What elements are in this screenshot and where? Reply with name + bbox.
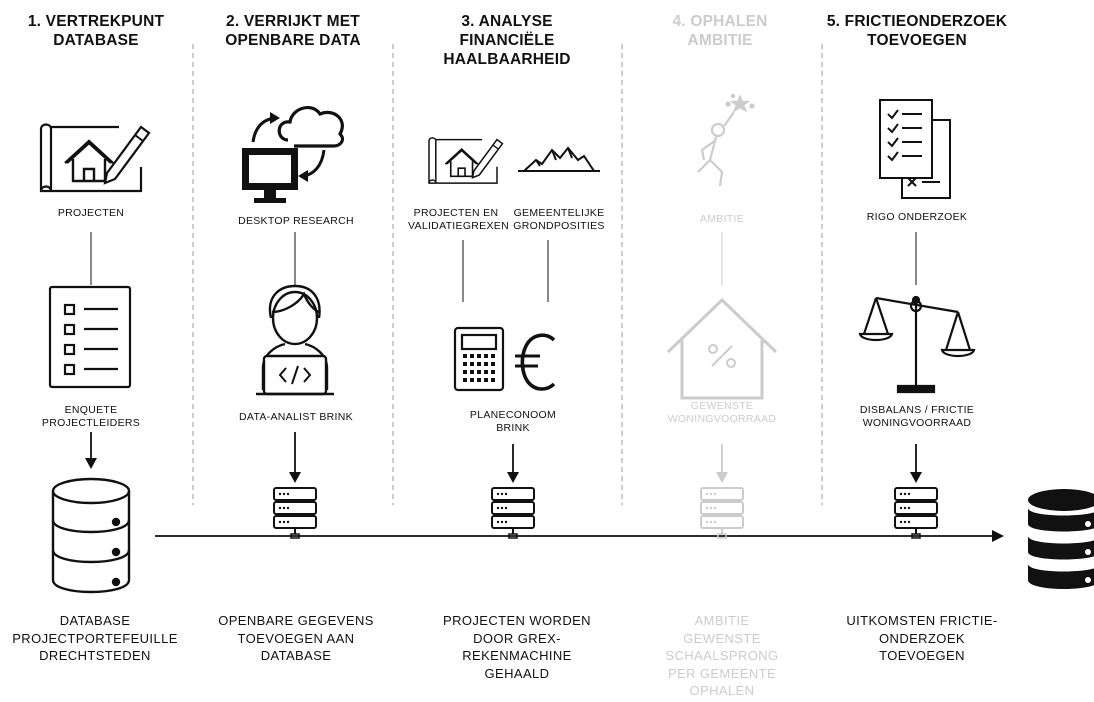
timeline <box>155 530 1004 542</box>
label-projecten-en-validatiegrexen: PROJECTEN EN VALIDATIEGREXEN <box>408 207 509 232</box>
step-3-icons <box>428 137 600 539</box>
database-icon <box>51 477 131 594</box>
reach-star-icon <box>697 93 755 187</box>
label-ambitie: AMBITIE <box>699 213 745 225</box>
label-rigo-onderzoek: RIGO ONDERZOEK <box>866 211 968 223</box>
step-5-title: 5. FRICTIEONDERZOEK TOEVOEGEN <box>826 13 1008 49</box>
blueprint-house-icon <box>39 123 151 193</box>
documents-checklist-icon <box>879 99 951 199</box>
arrowhead-icon <box>910 472 922 483</box>
label-gemeentelijke-grondposities: GEMEENTELIJKE GRONDPOSITIES <box>513 207 605 232</box>
step-3-title: 3. ANALYSE FINANCIËLE HAALBAARHEID <box>443 13 571 68</box>
server-icon <box>491 487 535 539</box>
arrowhead-icon <box>85 458 97 469</box>
euro-icon <box>515 333 556 391</box>
step-1-caption: DATABASE PROJECTPORTEFEUILLE DRECHTSTEDE… <box>12 613 178 663</box>
blueprint-house-icon <box>428 137 504 184</box>
database-filled-icon <box>1028 489 1094 589</box>
label-enquete-projectleiders: ENQUETE PROJECTLEIDERS <box>41 404 141 429</box>
step-1-title: 1. VERTREKPUNT DATABASE <box>27 13 165 49</box>
analyst-laptop-icon <box>256 284 334 396</box>
label-desktop-research: DESKTOP RESEARCH <box>238 215 354 227</box>
house-percent-icon <box>666 297 778 400</box>
step-2-icons <box>242 105 345 539</box>
balance-scale-icon <box>858 295 976 394</box>
label-gewenste-woningvoorraad: GEWENSTE WONINGVOORRAAD <box>667 400 777 425</box>
landscape-icon <box>518 146 600 172</box>
step-2-title: 2. VERRIJKT MET OPENBARE DATA <box>225 13 361 49</box>
label-planeconoom-brink: PLANECONOOM BRINK <box>469 409 557 434</box>
label-disbalans-frictie: DISBALANS / FRICTIE WONINGVOORRAAD <box>859 404 975 429</box>
desktop-cloud-sync-icon <box>242 105 345 203</box>
step-1-icons <box>39 123 151 594</box>
server-icon <box>894 487 938 539</box>
step-5-icons <box>858 99 976 539</box>
separators <box>192 44 823 505</box>
arrowhead-icon <box>507 472 519 483</box>
step-4-title: 4. OPHALEN AMBITIE <box>672 13 768 49</box>
label-projecten: PROJECTEN <box>57 207 125 219</box>
checklist-icon <box>48 285 132 389</box>
arrowhead-icon <box>716 472 728 483</box>
label-data-analist-brink: DATA-ANALIST BRINK <box>239 411 353 423</box>
step-5-caption: UITKOMSTEN FRICTIE-ONDERZOEK TOEVOEGEN <box>846 613 998 663</box>
arrowhead-icon <box>289 472 301 483</box>
server-icon <box>700 487 744 539</box>
step-4-caption: AMBITIE GEWENSTE SCHAALSPRONG PER GEMEEN… <box>665 613 779 698</box>
calculator-icon <box>453 326 505 392</box>
server-icon <box>273 487 317 539</box>
step-2-caption: OPENBARE GEGEVENS TOEVOEGEN AAN DATABASE <box>218 613 374 663</box>
step-4-icons <box>666 93 778 539</box>
step-3-caption: PROJECTEN WORDEN DOOR GREX-REKENMACHINE … <box>443 613 591 681</box>
timeline-arrowhead <box>992 530 1004 542</box>
